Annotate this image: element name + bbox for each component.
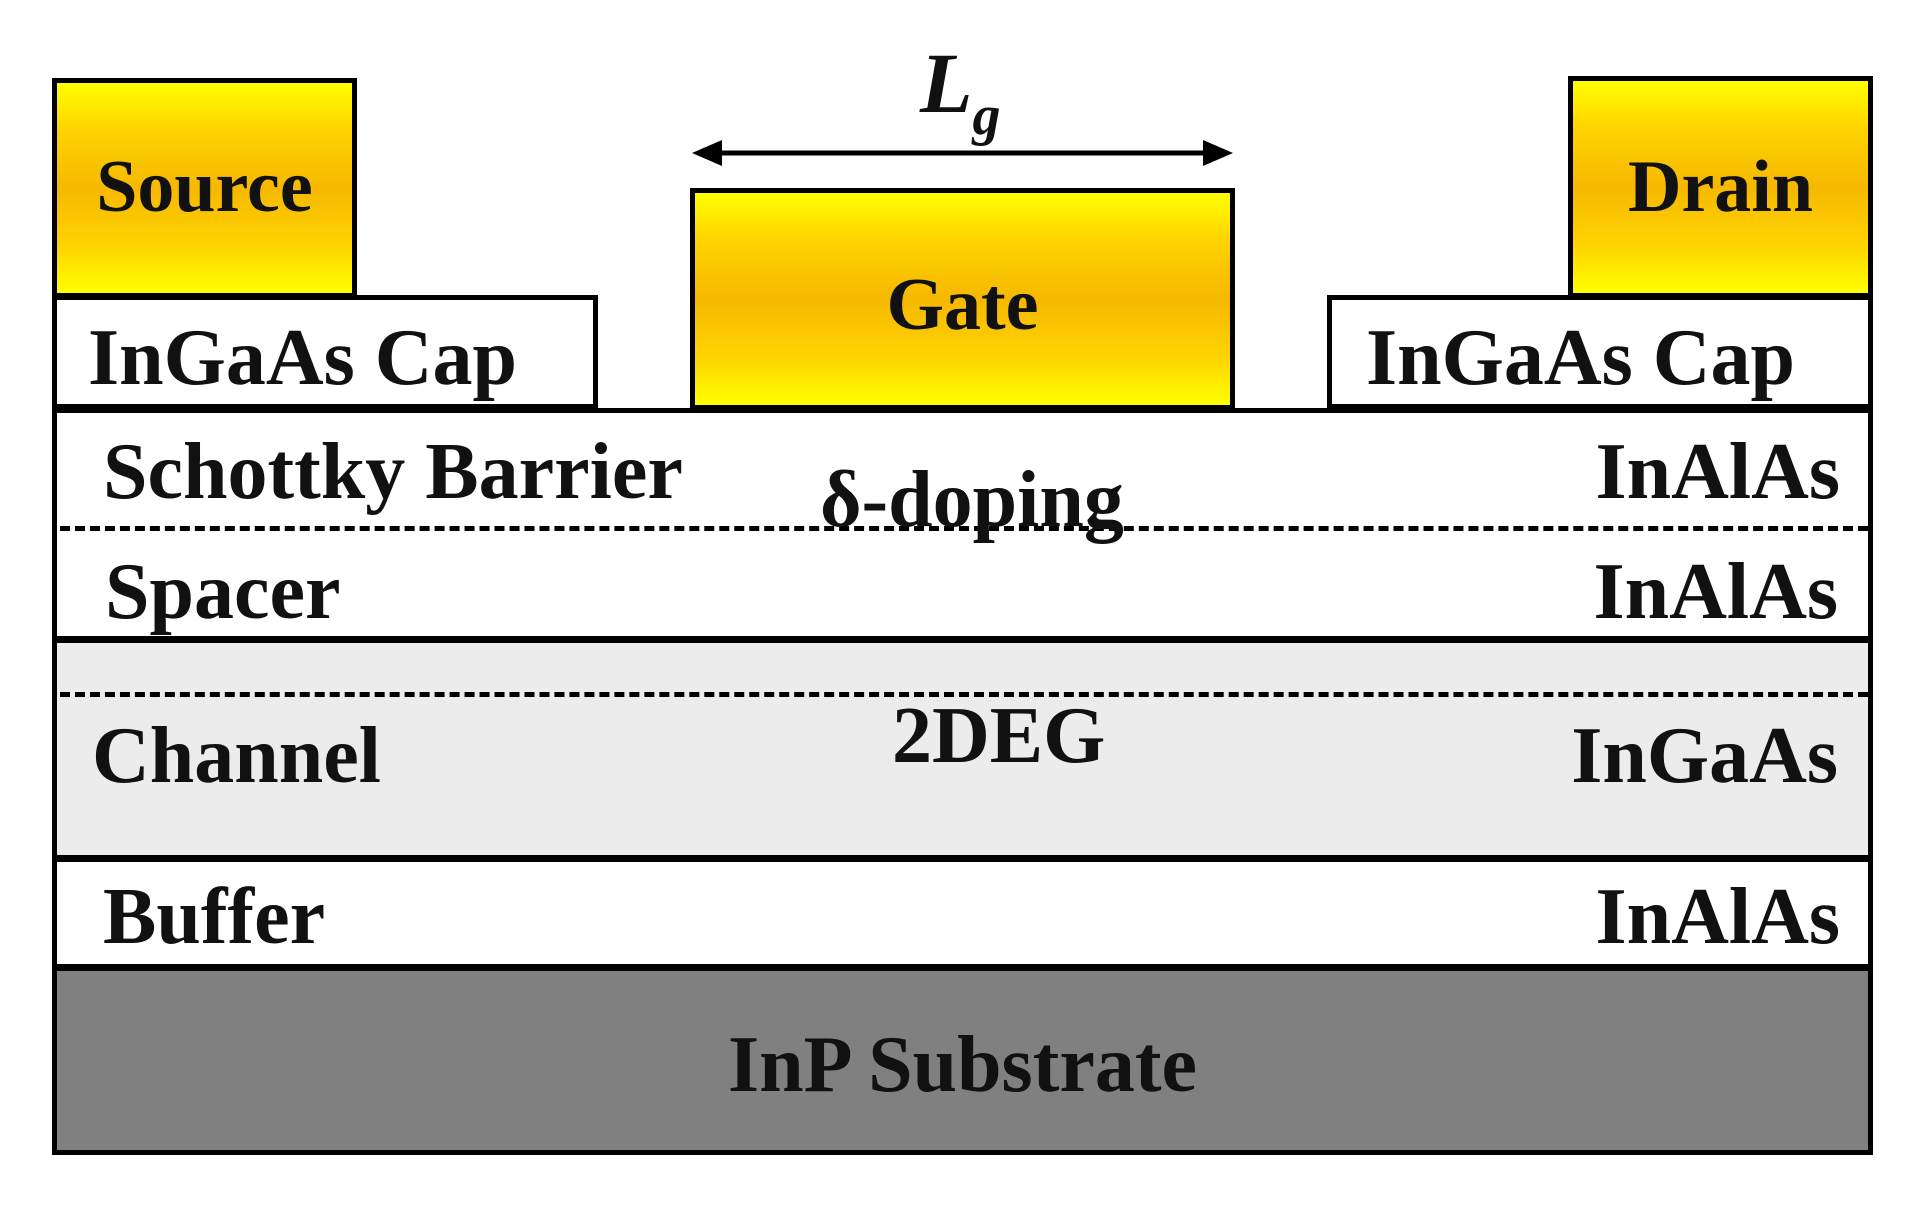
channel-material: InGaAs [1571, 712, 1838, 800]
gate-length-subscript: g [972, 85, 1001, 147]
schottky-barrier-material: InAlAs [1595, 428, 1840, 516]
spacer-label: Spacer [105, 548, 341, 636]
two-deg-line [60, 692, 1868, 697]
right-cap-label: InGaAs Cap [1366, 314, 1796, 402]
schottky-barrier-label: Schottky Barrier [103, 428, 683, 516]
delta-doping-line [60, 526, 1868, 531]
spacer-material: InAlAs [1593, 548, 1838, 636]
two-deg-label: 2DEG [892, 692, 1106, 780]
drain-label: Drain [1628, 146, 1813, 228]
substrate-layer [52, 966, 1873, 1155]
gate-length-label: Lg [920, 40, 1001, 144]
substrate-label: InP Substrate [728, 1021, 1197, 1109]
left-cap-layer [52, 295, 598, 409]
gate-length-symbol: L [920, 35, 973, 131]
right-cap-layer [1327, 295, 1873, 409]
gate-label: Gate [886, 264, 1039, 346]
buffer-material: InAlAs [1595, 873, 1840, 961]
barrier-spacer-layer [52, 408, 1873, 641]
source-contact [52, 78, 357, 298]
left-cap-label: InGaAs Cap [88, 314, 518, 402]
gate-contact [690, 188, 1235, 410]
buffer-label: Buffer [103, 873, 326, 961]
delta-doping-label: δ-doping [820, 456, 1124, 544]
channel-layer [52, 638, 1873, 860]
channel-label: Channel [92, 712, 381, 800]
source-label: Source [96, 146, 313, 228]
